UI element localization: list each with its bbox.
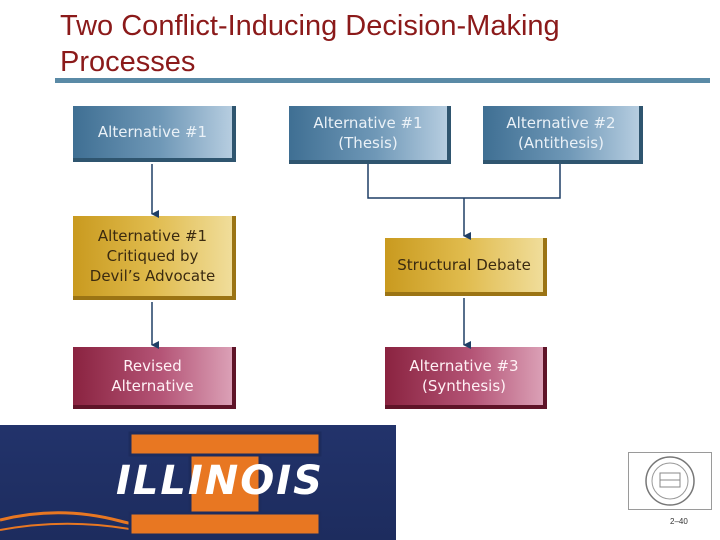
alternative-2-antithesis-box: Alternative #2 (Antithesis) (483, 106, 643, 164)
illinois-logo-panel (0, 425, 396, 540)
alternative-1-box: Alternative #1 (73, 106, 236, 162)
alternative-3-synthesis-box: Alternative #3 (Synthesis) (385, 347, 547, 409)
slide-title: Two Conflict-Inducing Decision-Making Pr… (60, 10, 560, 78)
connector-thesis-antithesis-merge (367, 164, 561, 199)
devils-advocate-critique-box: Alternative #1 Critiqued by Devil’s Advo… (73, 216, 236, 300)
slide-number: 2–40 (670, 517, 688, 526)
illinois-wordmark: ILLINOIS (116, 458, 324, 504)
block-i-logo-icon (0, 431, 322, 537)
university-seal-icon (628, 452, 712, 510)
revised-alternative-box: Revised Alternative (73, 347, 236, 409)
alternative-1-thesis-box: Alternative #1 (Thesis) (289, 106, 451, 164)
structural-debate-box: Structural Debate (385, 238, 547, 296)
title-underline (55, 78, 710, 83)
